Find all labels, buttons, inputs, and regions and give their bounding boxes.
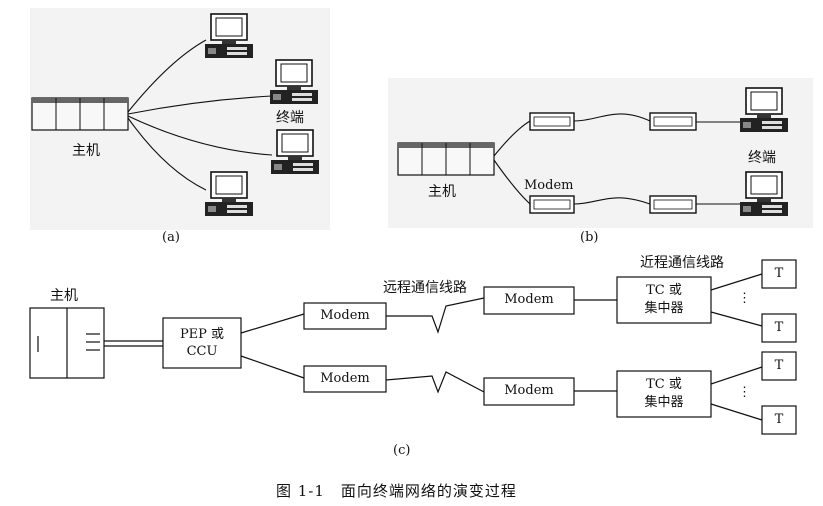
terminal-pc-icon (269, 59, 319, 105)
terminal-pc-icon (204, 171, 254, 217)
tc-label-line2: 集中器 (644, 395, 684, 410)
panel-a (31, 13, 320, 217)
panel-b (397, 87, 789, 217)
panel-b-tag: (b) (580, 230, 599, 245)
tc-label-line2: 集中器 (644, 301, 684, 316)
terminal-box (761, 259, 797, 289)
tc-concentrator-box (616, 370, 712, 418)
terminal-box (761, 405, 797, 435)
modem-label: Modem (524, 178, 574, 193)
near-line-label: 近程通信线路 (640, 255, 724, 271)
modem-label: Modem (320, 308, 370, 323)
host-label: 主机 (50, 288, 78, 304)
panel-c (29, 259, 797, 435)
terminal-pc-icon (270, 129, 320, 175)
modem-device (649, 112, 697, 131)
terminal-T: T (774, 266, 784, 281)
terminal-label: 终端 (276, 110, 304, 126)
modem-label: Modem (320, 371, 370, 386)
modem-label: Modem (504, 383, 554, 398)
pep-label-line1: PEP 或 (179, 327, 225, 342)
modem-box (303, 365, 387, 393)
tc-concentrator-box (616, 276, 712, 324)
terminal-T: T (774, 358, 784, 373)
figure-caption: 图 1-1 面向终端网络的演变过程 (276, 482, 517, 500)
pep-label-line2: CCU (186, 344, 218, 359)
pep-ccu-box (162, 317, 242, 369)
modem-device (649, 195, 697, 214)
terminal-pc-icon (739, 171, 789, 217)
host-label: 主机 (72, 143, 100, 159)
modem-box (483, 286, 575, 315)
panel-a-links (127, 39, 273, 191)
host-label: 主机 (428, 184, 456, 200)
remote-line-label: 远程通信线路 (383, 280, 467, 296)
terminal-pc-icon (739, 87, 789, 133)
ellipsis-icon: ⋮ (738, 291, 751, 306)
terminal-label: 终端 (748, 150, 776, 166)
modem-device (529, 112, 575, 131)
tc-label-line1: TC 或 (646, 283, 682, 298)
terminal-box (761, 351, 797, 381)
panel-a-tag: (a) (162, 230, 180, 245)
terminal-pc-icon (204, 13, 254, 59)
modem-label: Modem (504, 292, 554, 307)
tc-label-line1: TC 或 (646, 377, 682, 392)
modem-box (303, 302, 387, 330)
terminal-box (761, 313, 797, 343)
terminal-T: T (774, 320, 784, 335)
terminal-T: T (774, 412, 784, 427)
panel-b-links (493, 113, 740, 205)
mainframe-icon (31, 97, 129, 131)
mainframe-icon (397, 142, 495, 176)
ellipsis-icon: ⋮ (738, 385, 751, 400)
panel-c-tag: (c) (393, 443, 411, 458)
modem-device (529, 195, 575, 214)
